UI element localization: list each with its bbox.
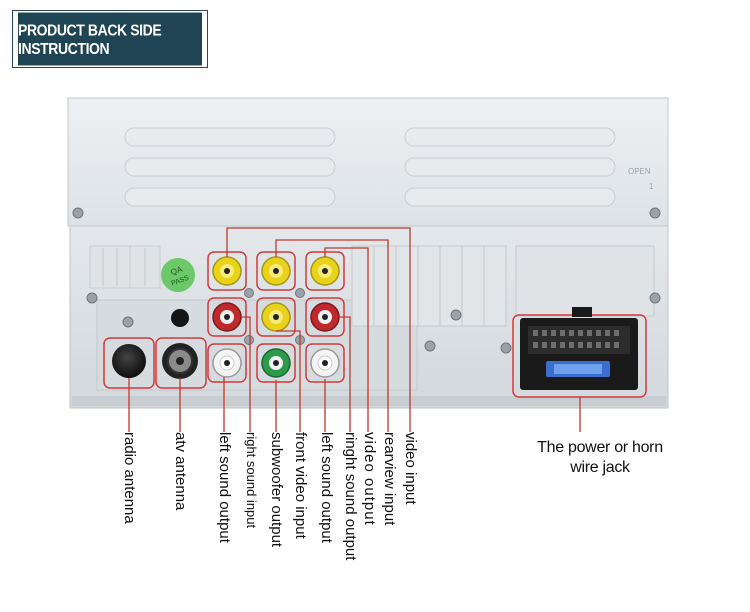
qa-pass-badge: QA PASS <box>161 258 195 292</box>
label-radio-antenna: radio antenna <box>121 432 138 524</box>
button-hole <box>171 309 189 327</box>
screw <box>424 340 436 352</box>
label-left-sound-output-2: left sound output <box>318 432 335 543</box>
rear-chassis <box>69 225 669 409</box>
page-title: PRODUCT BACK SIDE INSTRUCTION <box>18 12 202 66</box>
leader-lines <box>128 227 581 432</box>
label-video-input: video input <box>402 432 419 505</box>
screw <box>86 292 98 304</box>
screw <box>244 288 254 298</box>
label-atv-antenna: atv antenna <box>172 432 189 511</box>
label-power-horn-wire-jack: The power or horn wire jack <box>520 438 680 478</box>
screw <box>244 335 254 345</box>
open-mark: OPEN <box>628 167 651 176</box>
rca-jack-grid <box>207 251 345 383</box>
label-front-video-input: front video input <box>292 432 309 539</box>
screw <box>72 207 84 219</box>
label-right-sound-output: ringht sound output <box>342 432 359 561</box>
label-rearview-input: rearview input <box>381 432 398 526</box>
badge-line1: QA <box>169 264 184 277</box>
jack-label-line2: wire jack <box>570 459 630 476</box>
screw <box>649 207 661 219</box>
label-subwoofer-output: subwoofer output <box>268 432 285 548</box>
screw <box>295 288 305 298</box>
label-video-output: video output <box>361 432 378 526</box>
title-box: PRODUCT BACK SIDE INSTRUCTION <box>12 10 208 68</box>
top-plate: OPEN 1 <box>67 97 669 227</box>
label-left-sound-output-1: left sound output <box>216 432 233 543</box>
atv-antenna-socket <box>155 337 207 389</box>
screw <box>500 342 512 354</box>
screw <box>450 309 462 321</box>
screw <box>649 292 661 304</box>
jack-label-line1: The power or horn <box>537 439 663 456</box>
screw <box>122 316 134 328</box>
label-right-sound-input: right sound input <box>244 432 259 529</box>
panel-number-mark: 1 <box>649 182 654 191</box>
power-wire-jack <box>512 307 647 398</box>
